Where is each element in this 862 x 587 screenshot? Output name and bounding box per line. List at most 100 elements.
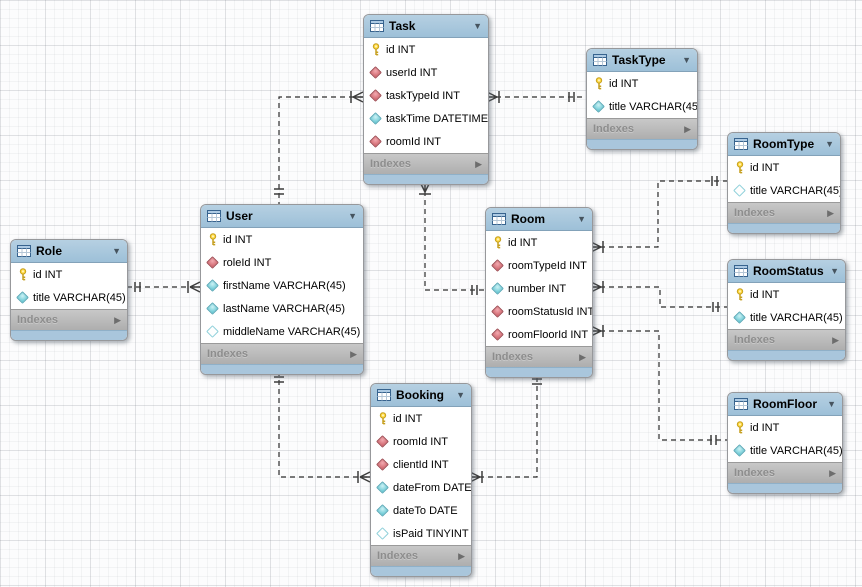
column-row[interactable]: taskTime DATETIME bbox=[364, 107, 488, 130]
column-row[interactable]: dateTo DATE bbox=[371, 499, 471, 522]
column-label: clientId INT bbox=[393, 458, 449, 471]
column-row[interactable]: roomId INT bbox=[371, 430, 471, 453]
table-header[interactable]: TaskType▼ bbox=[587, 49, 697, 72]
column-row[interactable]: id INT bbox=[728, 156, 840, 179]
column-row[interactable]: number INT bbox=[486, 277, 592, 300]
indexes-row[interactable]: Indexes▶ bbox=[728, 329, 845, 350]
column-row[interactable]: title VARCHAR(45) bbox=[587, 95, 697, 118]
column-row[interactable]: id INT bbox=[201, 228, 363, 251]
column-label: id INT bbox=[750, 421, 780, 434]
indexes-expand-icon[interactable]: ▶ bbox=[827, 207, 834, 218]
column-row[interactable]: clientId INT bbox=[371, 453, 471, 476]
column-row[interactable]: firstName VARCHAR(45) bbox=[201, 274, 363, 297]
column-row[interactable]: id INT bbox=[728, 416, 842, 439]
collapse-caret-icon[interactable]: ▼ bbox=[473, 20, 482, 31]
column-row[interactable]: dateFrom DATE bbox=[371, 476, 471, 499]
table-header[interactable]: RoomStatus▼ bbox=[728, 260, 845, 283]
indexes-row[interactable]: Indexes▶ bbox=[11, 309, 127, 330]
collapse-caret-icon[interactable]: ▼ bbox=[112, 245, 121, 256]
table-header[interactable]: User ▼ bbox=[201, 205, 363, 228]
indexes-expand-icon[interactable]: ▶ bbox=[832, 334, 839, 345]
nullable-column-icon bbox=[376, 527, 389, 540]
rel-booking-user bbox=[274, 371, 371, 483]
collapse-caret-icon[interactable]: ▼ bbox=[825, 138, 834, 149]
column-row[interactable]: isPaid TINYINT bbox=[371, 522, 471, 545]
column-row[interactable]: userId INT bbox=[364, 61, 488, 84]
indexes-row[interactable]: Indexes▶ bbox=[728, 462, 842, 483]
column-row[interactable]: roomTypeId INT bbox=[486, 254, 592, 277]
table-roomfloor[interactable]: RoomFloor▼ id INT title VARCHAR(45)Indexes… bbox=[727, 392, 843, 494]
table-header[interactable]: RoomType▼ bbox=[728, 133, 840, 156]
table-icon bbox=[734, 398, 748, 410]
column-label: dateTo DATE bbox=[393, 504, 458, 517]
table-roomtype[interactable]: RoomType▼id INT title VARCHAR(45) Indexes ▶ bbox=[727, 132, 841, 234]
indexes-expand-icon[interactable]: ▶ bbox=[829, 467, 836, 478]
indexes-row[interactable]: Indexes▶ bbox=[371, 545, 471, 566]
column-row[interactable]: roomFloorId INT bbox=[486, 323, 592, 346]
column-label: title VARCHAR(45) bbox=[750, 184, 841, 197]
column-row[interactable]: id INT bbox=[728, 283, 845, 306]
primary-key-icon bbox=[733, 288, 746, 301]
indexes-expand-icon[interactable]: ▶ bbox=[114, 314, 121, 325]
column-label: roomId INT bbox=[393, 435, 449, 448]
indexes-expand-icon[interactable]: ▶ bbox=[475, 158, 482, 169]
collapse-caret-icon[interactable]: ▼ bbox=[348, 210, 357, 221]
collapse-caret-icon[interactable]: ▼ bbox=[577, 213, 586, 224]
column-row[interactable]: title VARCHAR(45) bbox=[728, 439, 842, 462]
table-header[interactable]: Room▼ bbox=[486, 208, 592, 231]
table-user[interactable]: User ▼ id INT roleId INT firstName VARCHAR(4… bbox=[200, 204, 364, 375]
table-title: User bbox=[226, 209, 253, 223]
collapse-caret-icon[interactable]: ▼ bbox=[827, 398, 836, 409]
table-footer bbox=[728, 483, 842, 493]
column-row[interactable]: roomId INT bbox=[364, 130, 488, 153]
indexes-label: Indexes bbox=[734, 207, 775, 219]
indexes-expand-icon[interactable]: ▶ bbox=[458, 550, 465, 561]
column-row[interactable]: roleId INT bbox=[201, 251, 363, 274]
column-row[interactable]: id INT bbox=[587, 72, 697, 95]
indexes-row[interactable]: Indexes ▶ bbox=[587, 118, 697, 139]
indexes-row[interactable]: Indexes▶ bbox=[364, 153, 488, 174]
table-header[interactable]: Booking▼ bbox=[371, 384, 471, 407]
column-row[interactable]: title VARCHAR(45) bbox=[728, 306, 845, 329]
collapse-caret-icon[interactable]: ▼ bbox=[682, 54, 691, 65]
table-header[interactable]: RoomFloor▼ bbox=[728, 393, 842, 416]
table-booking[interactable]: Booking▼id INT roomId INT clientId INT date… bbox=[370, 383, 472, 577]
column-label: roleId INT bbox=[223, 256, 272, 269]
column-row[interactable]: id INT bbox=[364, 38, 488, 61]
foreign-key-icon bbox=[369, 135, 382, 148]
collapse-caret-icon[interactable]: ▼ bbox=[456, 389, 465, 400]
table-header[interactable]: Task▼ bbox=[364, 15, 488, 38]
column-label: id INT bbox=[508, 236, 538, 249]
column-row[interactable]: id INT bbox=[11, 263, 127, 286]
column-row[interactable]: title VARCHAR(45) bbox=[11, 286, 127, 309]
column-row[interactable]: id INT bbox=[486, 231, 592, 254]
table-icon bbox=[492, 213, 506, 225]
foreign-key-icon bbox=[369, 89, 382, 102]
column-row[interactable]: taskTypeId INT bbox=[364, 84, 488, 107]
table-footer bbox=[364, 174, 488, 184]
indexes-row[interactable]: Indexes ▶ bbox=[728, 202, 840, 223]
indexes-label: Indexes bbox=[593, 123, 634, 135]
indexes-row[interactable]: Indexes▶ bbox=[486, 346, 592, 367]
rel-room-roomstatus bbox=[590, 281, 727, 312]
indexes-expand-icon[interactable]: ▶ bbox=[350, 348, 357, 359]
column-label: roomFloorId INT bbox=[508, 328, 589, 341]
column-row[interactable]: title VARCHAR(45) bbox=[728, 179, 840, 202]
indexes-row[interactable]: Indexes▶ bbox=[201, 343, 363, 364]
columns-list: id INT title VARCHAR(45) bbox=[728, 416, 842, 462]
column-row[interactable]: middleName VARCHAR(45) bbox=[201, 320, 363, 343]
column-row[interactable]: id INT bbox=[371, 407, 471, 430]
table-header[interactable]: Role▼ bbox=[11, 240, 127, 263]
collapse-caret-icon[interactable]: ▼ bbox=[830, 265, 839, 276]
indexes-expand-icon[interactable]: ▶ bbox=[684, 123, 691, 134]
column-row[interactable]: roomStatusId INT bbox=[486, 300, 592, 323]
indexes-expand-icon[interactable]: ▶ bbox=[579, 351, 586, 362]
column-row[interactable]: lastName VARCHAR(45) bbox=[201, 297, 363, 320]
